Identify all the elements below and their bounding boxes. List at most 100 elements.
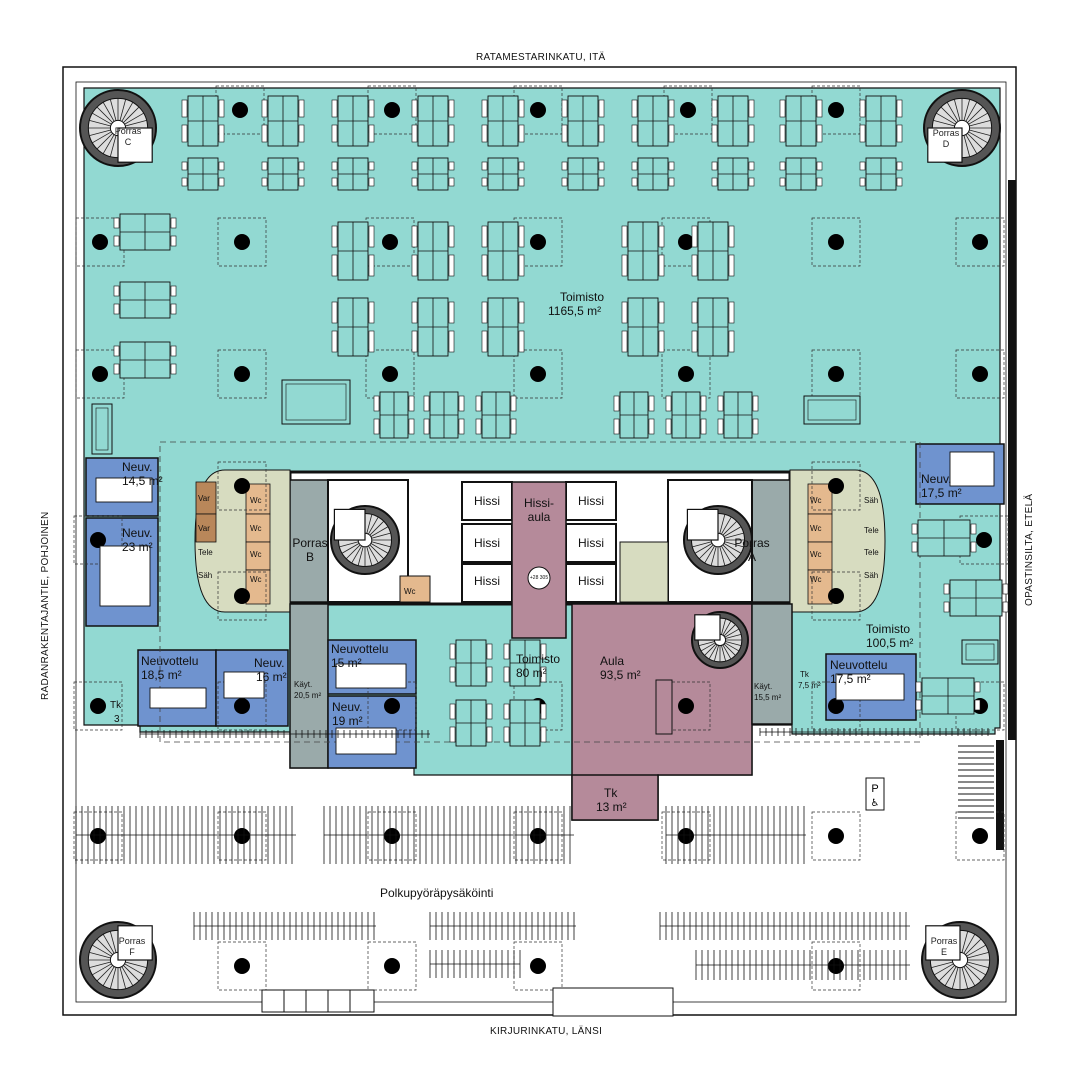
desk-cluster [503,639,547,687]
desk-cluster [261,157,305,191]
desk-cluster [331,297,375,357]
desk-cluster [181,157,225,191]
column [217,941,267,991]
column [811,461,861,511]
stair-b-spiral-icon [330,505,400,575]
neuv7-name: Neuv. [921,472,952,486]
tele-label-e2: Tele [864,548,879,557]
desk-cluster [561,157,605,191]
neuv3-name: Neuvottelu [141,654,199,668]
parking-sign-label: P [871,783,878,795]
desk-cluster [943,579,1009,617]
desk-cluster [691,221,735,281]
column [217,571,267,621]
wc-e-label-3: Wc [810,550,822,559]
office-right-area: 100,5 m² [866,636,914,650]
sofa [803,395,861,425]
porras-a-line1: Porras [734,536,770,550]
column [955,811,1005,861]
desk-cluster [915,677,981,715]
lift-lobby-line2: aula [527,510,551,524]
desk-cluster [181,95,225,147]
column [73,681,123,731]
desk-cluster [449,699,493,747]
desk-cluster [331,221,375,281]
desk-cluster [475,391,517,439]
desk-cluster [711,157,755,191]
meeting-table [835,673,905,701]
parking-sign [865,777,885,811]
column [513,349,563,399]
office-right-name: Toimisto [866,622,911,636]
neuv1-name: Neuv. [122,460,153,474]
desk-cluster [113,281,177,319]
tele-label-w: Tele [198,548,213,557]
street-east: OPASTINSILTA, ETELÄ [1024,493,1035,606]
porras-d-line2: D [942,139,950,149]
bike-rack [659,912,910,940]
neuv7-area: 17,5 m² [921,486,962,500]
tk2-area: 7,5 m² [798,681,821,690]
desk-cluster [481,95,525,147]
sah-label-e1: Säh [864,496,879,505]
meeting-table [149,687,207,709]
lift-label-5: Hissi [578,536,604,550]
desk-cluster [481,221,525,281]
desk-cluster [665,391,707,439]
desk-cluster [261,95,305,147]
lift-lobby [511,481,567,639]
wc-w-label-4: Wc [250,575,262,584]
lift-4 [565,481,617,521]
stair-b-core [289,479,329,603]
porras-e-line1: Porras [930,936,958,946]
bike-rack [193,912,376,940]
desk-cluster [481,297,525,357]
bike-rack [429,912,576,940]
stair-d-spiral-icon [923,89,1001,167]
column [955,217,1005,267]
street-south: KIRJURINKATU, LÄNSI [490,1026,603,1037]
porras-b-line2: B [305,550,314,564]
wc-e-label-1: Wc [810,496,822,505]
neuv6-name: Neuv. [332,700,363,714]
lift-label-1: Hissi [474,494,500,508]
desk-cluster [331,95,375,147]
neuv8-name: Neuvottelu [830,658,888,672]
tk1-name: Tk [604,786,618,800]
wc-small-label: Wc [404,587,416,596]
desk-cluster [411,221,455,281]
column [811,681,861,731]
desk-cluster [779,157,823,191]
porras-a-line2: A [747,550,756,564]
column [217,349,267,399]
tk1-area: 13 m² [596,800,627,814]
desk-cluster [373,391,415,439]
tele-label-e1: Tele [864,526,879,535]
kayt-west [289,603,329,769]
bike-rack [139,730,430,738]
desk-cluster [423,391,465,439]
desk-cluster [717,391,759,439]
column [811,811,861,861]
bike-rack [759,728,990,736]
kayt2-name: Käyt. [754,682,773,691]
column [217,217,267,267]
porras-b-line1: Porras [292,536,328,550]
desk-cluster [331,157,375,191]
kayt1-name: Käyt. [294,680,313,689]
lift-label-3: Hissi [474,574,500,588]
column [811,217,861,267]
east-wall [1008,180,1016,740]
aula-area: 93,5 m² [600,668,641,682]
office-mid-name: Toimisto [516,652,561,666]
meeting-table [335,663,407,689]
bike-parking-label: Polkupyöräpysäköinti [380,886,494,900]
desk-cluster [859,157,903,191]
wc-w-label-1: Wc [250,496,262,505]
porras-c-line2: C [124,137,132,147]
neuv5-area: 15 m² [331,656,362,670]
column [955,349,1005,399]
neuv1-area: 14,5 m² [122,474,163,488]
stair-c-spiral-icon [79,89,157,167]
neuv3-area: 18,5 m² [141,668,182,682]
